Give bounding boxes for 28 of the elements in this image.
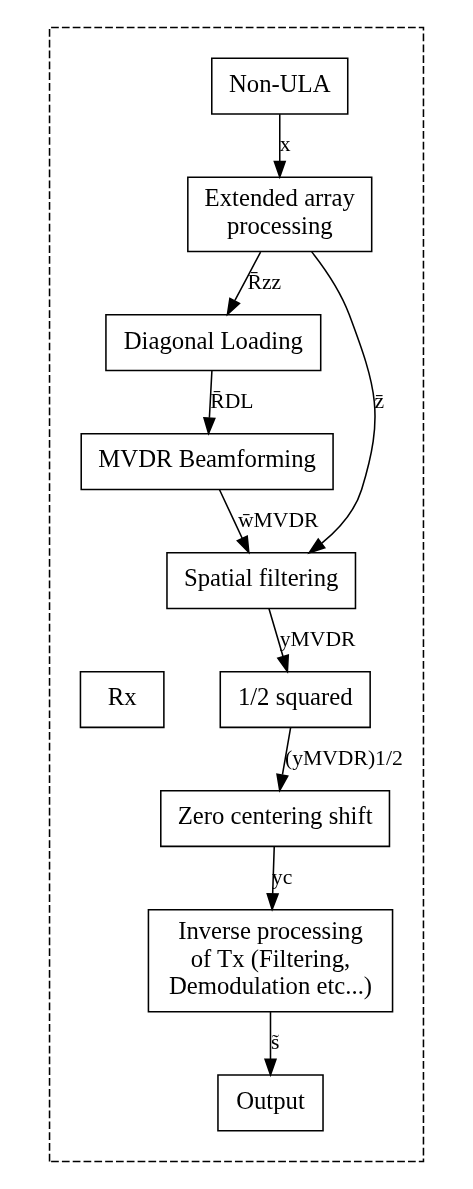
arrow xyxy=(202,369,216,436)
node-box: Inverse processing of Tx (Filtering, Demodulation etc...) xyxy=(147,908,394,1013)
node-box: Extended array processing xyxy=(187,176,373,253)
arrow xyxy=(273,113,287,180)
node-box: Rx xyxy=(79,671,165,729)
node-box: Spatial filtering xyxy=(166,552,357,610)
cluster xyxy=(48,26,425,1163)
arrow xyxy=(218,488,250,555)
arrow xyxy=(264,1011,277,1078)
arrow xyxy=(268,607,290,674)
edge-label: (yMVDR)1/2 xyxy=(285,745,403,770)
edge-label: R̄DL xyxy=(210,388,254,413)
edge-label: s̃ xyxy=(270,1030,280,1055)
node-box: Output xyxy=(217,1074,324,1132)
arrow xyxy=(226,251,262,317)
node-box: MVDR Beamforming xyxy=(80,433,334,491)
arrow xyxy=(276,726,292,793)
edge-label: z̄ xyxy=(374,388,385,413)
edge-label: yMVDR xyxy=(279,626,356,651)
edge-label: x xyxy=(279,132,291,157)
node-box: Non-ULA xyxy=(211,57,349,115)
edge-label: R̄zz xyxy=(247,269,282,294)
arrow xyxy=(307,251,376,555)
edge-label: w̄MVDR xyxy=(237,507,319,532)
arrow xyxy=(266,846,280,912)
node-box: Zero centering shift xyxy=(160,789,391,848)
node-box: 1/2 squared xyxy=(219,671,371,729)
node-box: Diagonal Loading xyxy=(105,314,322,372)
